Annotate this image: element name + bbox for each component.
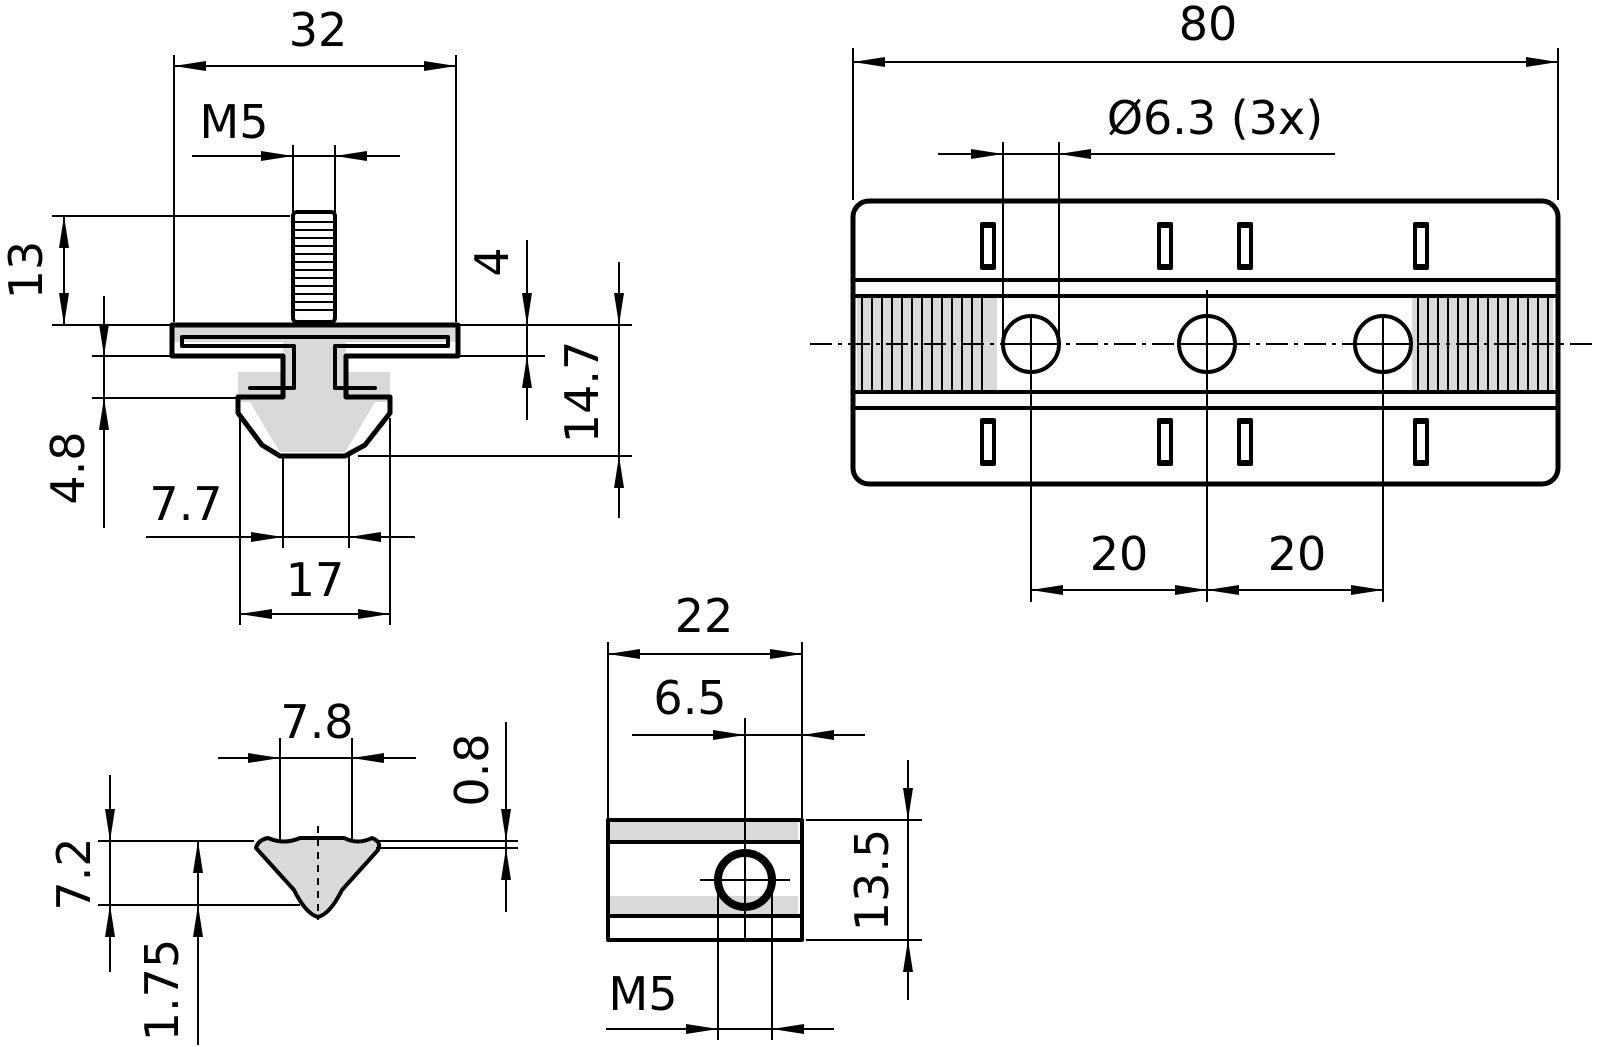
dim-m5-bolt-label: M5 (200, 95, 269, 149)
dim-7-7: 7.7 (146, 456, 415, 548)
bolt-thread (291, 210, 337, 324)
side-view: 32 M5 13 4 (0, 3, 632, 625)
dim-22-label: 22 (675, 589, 734, 643)
dim-0-8: 0.8 (376, 722, 518, 912)
dim-13-label: 13 (0, 241, 53, 300)
dim-13-5-label: 13.5 (845, 829, 899, 931)
dim-6-5-label: 6.5 (653, 671, 726, 725)
connector-body (169, 322, 461, 459)
dim-4-8-label: 4.8 (41, 431, 95, 504)
dim-20-left-label: 20 (1090, 527, 1149, 581)
dim-80-label: 80 (1179, 0, 1238, 51)
dim-17: 17 (239, 418, 391, 625)
dim-22: 22 (607, 589, 803, 818)
dim-4: 4 (460, 240, 545, 420)
nut-side-view: 22 6.5 13.5 M5 (606, 589, 922, 1040)
dim-4-label: 4 (465, 247, 519, 276)
dim-14-7: 14.7 (358, 262, 632, 518)
nut-front-view: 7.8 0.8 7.2 1.75 (47, 695, 518, 1045)
dim-20-right-label: 20 (1268, 527, 1327, 581)
dim-80: 80 (852, 0, 1559, 200)
dim-32: 32 (173, 3, 457, 322)
dim-m5-nut: M5 (606, 880, 834, 1040)
nut-side-outline (606, 818, 804, 942)
top-slots (980, 222, 1429, 466)
top-view: 80 Ø6.3 (3x) 20 20 (810, 0, 1598, 602)
dim-7-8-label: 7.8 (280, 695, 353, 749)
dim-7-2: 7.2 (47, 775, 300, 972)
dim-32-label: 32 (289, 3, 348, 57)
dim-13-5: 13.5 (806, 760, 922, 1000)
dim-14-7-label: 14.7 (555, 341, 609, 443)
dim-1-75: 1.75 (135, 840, 300, 1045)
dim-1-75-label: 1.75 (135, 939, 189, 1041)
dim-6-5: 6.5 (632, 671, 865, 740)
top-body-outline (850, 198, 1561, 487)
dim-hole-pitch: 20 20 (1030, 290, 1384, 602)
dim-17-label: 17 (286, 553, 345, 607)
dim-7-7-label: 7.7 (149, 477, 222, 531)
dim-13: 13 (0, 215, 290, 326)
dim-m5-bolt: M5 (192, 95, 400, 212)
dim-7-2-label: 7.2 (47, 837, 101, 910)
dim-m5-nut-label: M5 (609, 967, 678, 1021)
dim-7-8: 7.8 (218, 695, 416, 842)
dim-hole-diameter-label: Ø6.3 (3x) (1107, 91, 1323, 145)
dim-4-8: 4.8 (41, 296, 236, 528)
dim-0-8-label: 0.8 (445, 733, 499, 806)
dim-hole-diameter: Ø6.3 (3x) (938, 91, 1335, 344)
